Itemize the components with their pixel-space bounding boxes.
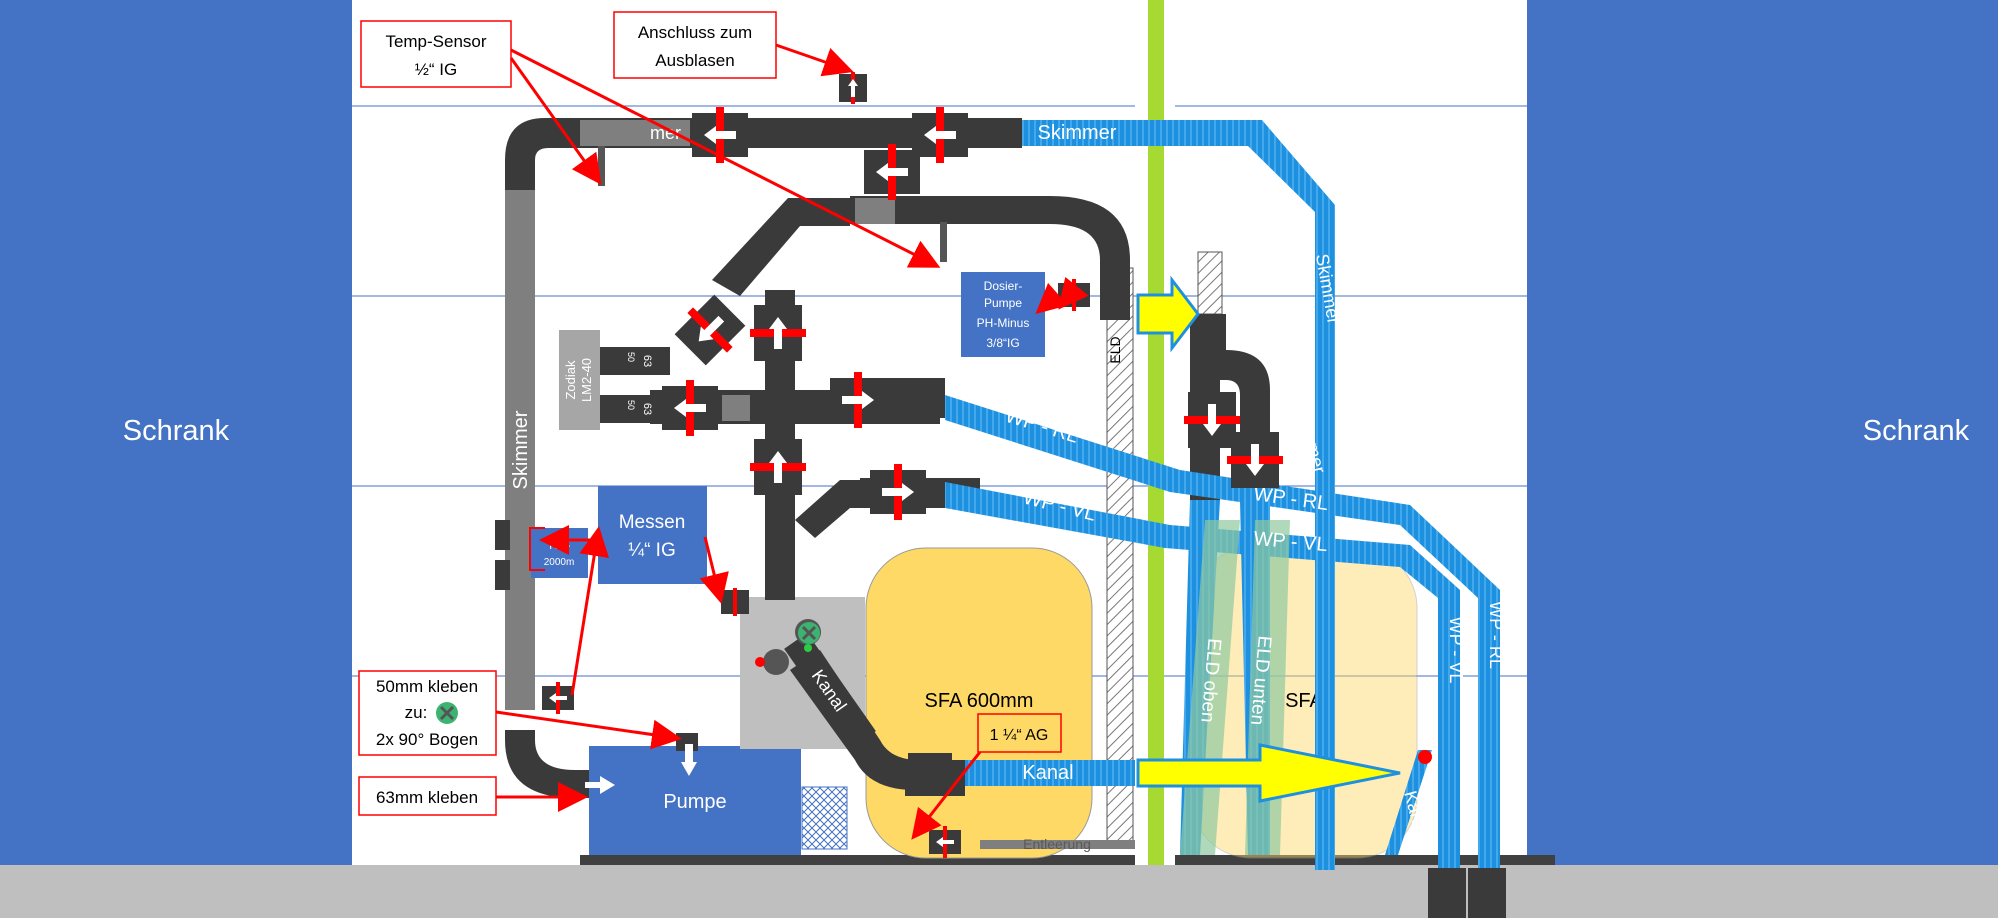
dim50b-label: 50	[626, 400, 636, 410]
messen-line1: Messen	[619, 512, 686, 533]
entleerung-pipe	[980, 840, 1135, 849]
valve-5	[750, 305, 806, 361]
temp-sensor-line1: Temp-Sensor	[385, 32, 486, 51]
messen-valve	[721, 588, 749, 616]
ag-callout: 1 ¼“ AG	[977, 713, 1062, 753]
dim50a-label: 50	[626, 352, 636, 362]
temp-sensor-left	[598, 146, 605, 186]
valve-4	[674, 294, 746, 366]
zodiak-label-1: Zodiak	[563, 360, 578, 400]
valve-10	[1184, 392, 1240, 448]
valve-11	[1227, 432, 1283, 488]
kanal-blue-label: Kanal	[1022, 762, 1073, 784]
messen-line2: ¼“ IG	[628, 540, 676, 561]
entleerung-label: Entleerung	[1023, 836, 1091, 852]
green-x-icon-callout	[436, 702, 458, 724]
divider-green	[1148, 0, 1164, 865]
red-arrows	[495, 43, 1089, 840]
yellow-arrow-top	[1136, 275, 1200, 353]
anschluss-line1: Anschluss zum	[638, 23, 752, 42]
valve-1	[692, 107, 748, 163]
valve-9	[870, 464, 926, 520]
bottom-connectors	[1428, 868, 1506, 918]
valve-3	[864, 144, 920, 200]
floor	[0, 865, 1998, 918]
zodiak-box	[559, 330, 600, 430]
dosier-line4: 3/8“IG	[986, 336, 1019, 350]
eld-label: ELD	[1107, 336, 1123, 363]
floor-base-left	[580, 855, 1135, 865]
tuf-bracket	[529, 527, 545, 571]
eld-column	[1106, 267, 1134, 849]
ag-label: 1 ¼“ AG	[990, 727, 1049, 744]
messen-box: Messen ¼“ IG	[598, 486, 707, 584]
schrank-right-label: Schrank	[1863, 415, 1970, 447]
tuf-line1: TUF-	[548, 541, 571, 552]
pump-label: Pumpe	[663, 791, 726, 813]
pump-up-arrow	[681, 744, 697, 776]
bogen-x-icon-multiport	[798, 622, 820, 644]
valve-8	[750, 439, 806, 495]
multiport-port-2	[763, 649, 789, 675]
zodiak-label-2: LM2-40	[579, 358, 594, 402]
dim63b-label: 63	[641, 403, 653, 415]
floor-base-right	[1175, 855, 1555, 865]
eld-column-right-top	[1197, 251, 1223, 315]
pump-in-arrow	[585, 776, 615, 794]
entleerung-valve	[929, 826, 961, 858]
cabinet-left	[0, 0, 352, 865]
dosier-valve	[1058, 279, 1090, 311]
temp-sensor-callout: Temp-Sensor ½“ IG	[360, 20, 512, 88]
kleben50-line2: zu:	[405, 703, 428, 722]
wp-vl-vert-label: WP - VL	[1446, 617, 1466, 684]
schrank-left-label: Schrank	[123, 415, 230, 447]
temp-sensor-line2: ½“ IG	[415, 60, 458, 79]
kleben50-callout: 50mm kleben zu: 2x 90° Bogen	[358, 670, 497, 756]
dosier-line1: Dosier-	[984, 279, 1023, 293]
valve-12	[908, 753, 952, 793]
valve-7	[830, 372, 886, 428]
kleben50-line3: 2x 90° Bogen	[376, 730, 478, 749]
gray-pipes	[505, 120, 895, 710]
yellow-arrow-bottom	[1136, 743, 1401, 803]
skimmer-top-gray-label: mer	[650, 123, 681, 143]
tuf-stub-1	[495, 520, 510, 550]
dosier-callout: Dosier- Pumpe PH-Minus 3/8“IG	[961, 272, 1045, 357]
cabinet-right	[1527, 0, 1998, 865]
anschluss-valve	[839, 72, 867, 104]
multiport-dot-green	[804, 644, 812, 652]
skimmer-blue-top-label: Skimmer	[1038, 122, 1117, 144]
kleben50-line1: 50mm kleben	[376, 677, 478, 696]
dim63a-label: 63	[641, 355, 653, 367]
wp-rl-vert-label: WP - RL	[1486, 601, 1506, 669]
skimmer-left-label: Skimmer	[510, 410, 532, 489]
sfa-label: SFA	[1285, 690, 1323, 712]
valves	[542, 72, 1283, 858]
dosier-line3: PH-Minus	[977, 316, 1030, 330]
valve-2	[912, 107, 968, 163]
temp-sensor-right	[940, 222, 947, 262]
tuf-line2: 2000m	[544, 557, 575, 568]
pump-strainer	[801, 786, 848, 850]
kleben63-label: 63mm kleben	[376, 788, 478, 807]
kleben63-callout: 63mm kleben	[358, 776, 497, 816]
anschluss-callout: Anschluss zum Ausblasen	[613, 11, 777, 79]
sfa-600-label: SFA 600mm	[925, 690, 1034, 712]
tuf-stub-2	[495, 560, 510, 590]
valve-6	[662, 380, 718, 436]
dosier-line2: Pumpe	[984, 296, 1022, 310]
anschluss-line2: Ausblasen	[655, 51, 734, 70]
bottom-left-valve	[542, 682, 574, 714]
multiport-dot-red	[755, 657, 765, 667]
kanal-right-inlet	[1418, 750, 1432, 764]
